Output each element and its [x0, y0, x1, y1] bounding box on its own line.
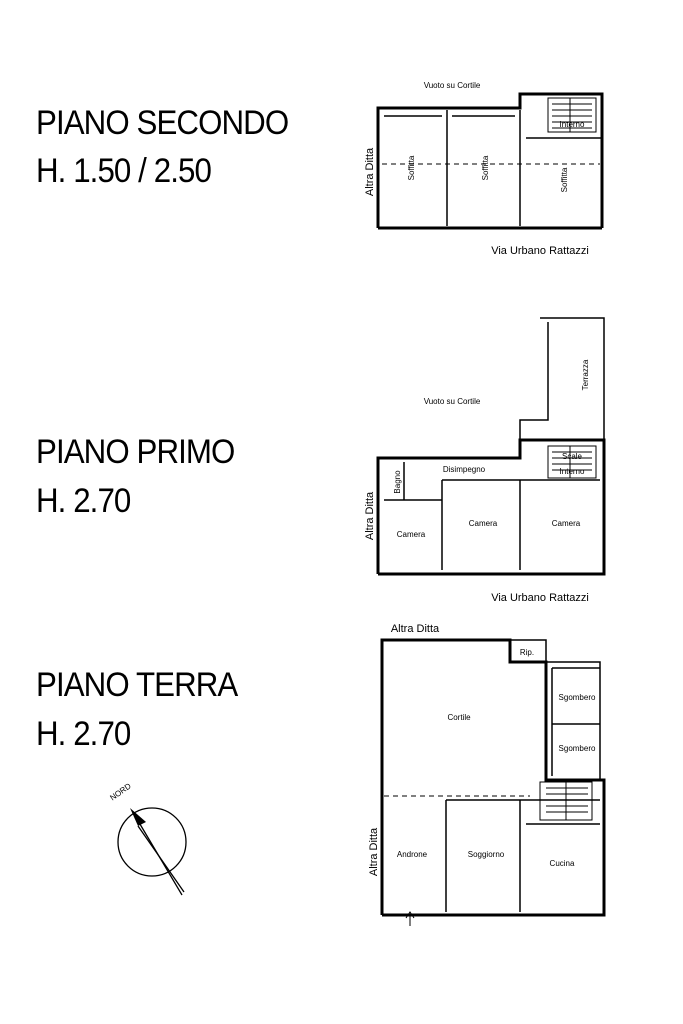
plan-first: Vuoto su Cortile Terrazza Scale Interno … [364, 317, 606, 604]
void-label: Vuoto su Cortile [424, 81, 481, 90]
room-label: Soffitta [560, 167, 569, 192]
stair-steps [552, 98, 592, 132]
north-compass: NORD [108, 781, 187, 896]
stair [547, 97, 597, 133]
plan-ground: Altra Ditta Rip. Sgombero Sgombero Corti… [368, 623, 606, 926]
room-label: Camera [397, 530, 426, 539]
courtyard-label: Cortile [447, 713, 471, 722]
interior-wall [445, 799, 530, 912]
compass-circle [117, 807, 187, 877]
outer-wall [376, 438, 606, 576]
floor-title-ground: PIANO TERRA [36, 666, 238, 704]
storage-room [509, 639, 547, 663]
terrace-wall [540, 317, 605, 440]
room-label: Soffitta [407, 155, 416, 180]
junk-walls [551, 667, 600, 776]
hall-label: Disimpegno [443, 465, 486, 474]
stair-steps [552, 446, 592, 478]
terrace-railing [519, 322, 549, 440]
stair-steps [546, 782, 588, 820]
north-arrow-icon [130, 808, 146, 826]
void-label: Vuoto su Cortile [424, 397, 481, 406]
stair [547, 445, 597, 479]
stair-label: Scale [562, 452, 583, 461]
room-label: Cucina [550, 859, 575, 868]
room-label: Camera [552, 519, 581, 528]
neighbor-label: Altra Ditta [364, 147, 376, 196]
bath-label: Bagno [393, 470, 402, 494]
outer-wall [380, 638, 606, 917]
compass-label: NORD [108, 781, 133, 802]
stair-label: Interno [560, 467, 585, 476]
storage-label: Rip. [520, 648, 534, 657]
junk-room-label: Sgombero [559, 693, 596, 702]
outer-wall [376, 92, 604, 228]
floor-height-second: H. 1.50 / 2.50 [36, 152, 212, 190]
floor-height-ground: H. 2.70 [36, 715, 131, 753]
floor-height-first: H. 2.70 [36, 482, 131, 520]
interior-wall [441, 480, 521, 570]
room-label: Camera [469, 519, 498, 528]
junk-room-label: Sgombero [559, 744, 596, 753]
bath-wall [384, 462, 442, 501]
junk-block-wall [546, 661, 601, 780]
stair-label: Interno [560, 120, 585, 129]
street-label: Via Urbano Rattazzi [491, 245, 589, 257]
floor-title-first: PIANO PRIMO [36, 433, 235, 471]
terrace-label: Terrazza [581, 359, 590, 390]
floor-title-second: PIANO SECONDO [36, 104, 289, 142]
compass-needle-edge [137, 825, 185, 893]
room-label: Soggiorno [468, 850, 505, 859]
neighbor-side-label: Altra Ditta [368, 827, 380, 876]
neighbor-top-label: Altra Ditta [391, 623, 440, 635]
neighbor-label: Altra Ditta [364, 491, 376, 540]
entrance-arrow-icon [405, 911, 415, 926]
plan-second: Vuoto su Cortile Interno Soffitta Soffit… [364, 81, 604, 257]
street-label: Via Urbano Rattazzi [491, 592, 589, 604]
room-label: Soffitta [481, 155, 490, 180]
room-label: Androne [397, 850, 428, 859]
